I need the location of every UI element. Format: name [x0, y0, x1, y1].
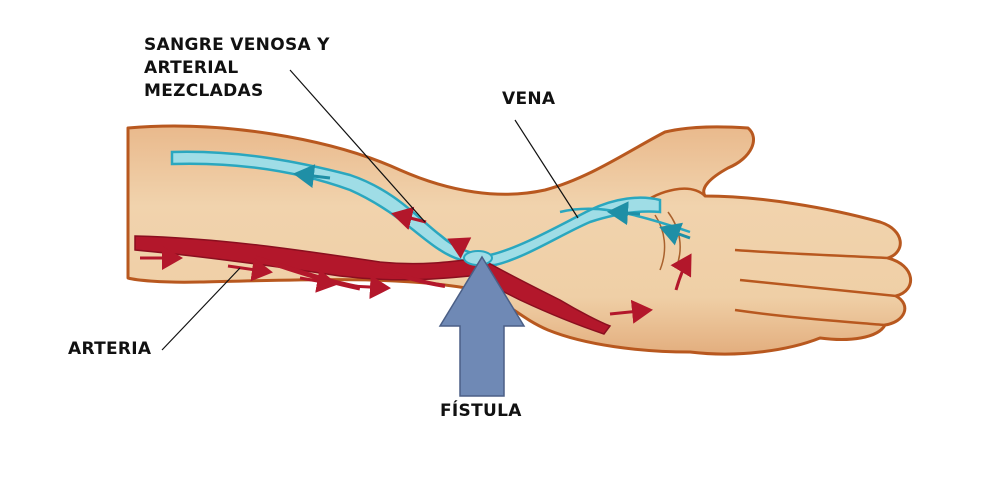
mixed-blood-label-line-3: MEZCLADAS	[144, 81, 264, 101]
vein-label: VENA	[502, 89, 556, 109]
artery-flow-arrow	[227, 257, 273, 282]
artery-flow-arrow	[670, 253, 692, 291]
vein-flow-arrow	[293, 164, 331, 189]
mixed-blood-label: SANGRE VENOSA Y ARTERIAL MEZCLADAS	[144, 34, 330, 103]
finger-line	[734, 248, 889, 260]
fistula-label: FÍSTULA	[440, 401, 522, 421]
finger-line	[734, 308, 886, 327]
artery-flow-arrow	[349, 275, 391, 300]
mixed-flow-arrow	[447, 237, 472, 259]
fistula-arrow	[438, 255, 526, 397]
finger-line	[739, 278, 897, 298]
artery-branch	[369, 262, 446, 288]
mixed-blood-label-line-1: SANGRE VENOSA Y	[144, 35, 330, 55]
artery-flow-arrow	[609, 299, 653, 324]
vein-body	[170, 150, 662, 267]
artery	[134, 235, 692, 335]
artery-pointer-line	[161, 267, 241, 351]
mixed-blood-pointer-line	[289, 69, 426, 223]
artery-flow-arrow	[299, 269, 338, 293]
mixed-flow-arrow	[391, 206, 427, 231]
vein	[170, 150, 691, 267]
mixed-blood-label-line-2: ARTERIAL	[144, 58, 239, 78]
vein-flow-arrow	[659, 222, 691, 246]
artery-label: ARTERIA	[68, 339, 152, 359]
vein-flow-arrow	[607, 201, 641, 226]
vein-pointer-line	[514, 119, 579, 219]
